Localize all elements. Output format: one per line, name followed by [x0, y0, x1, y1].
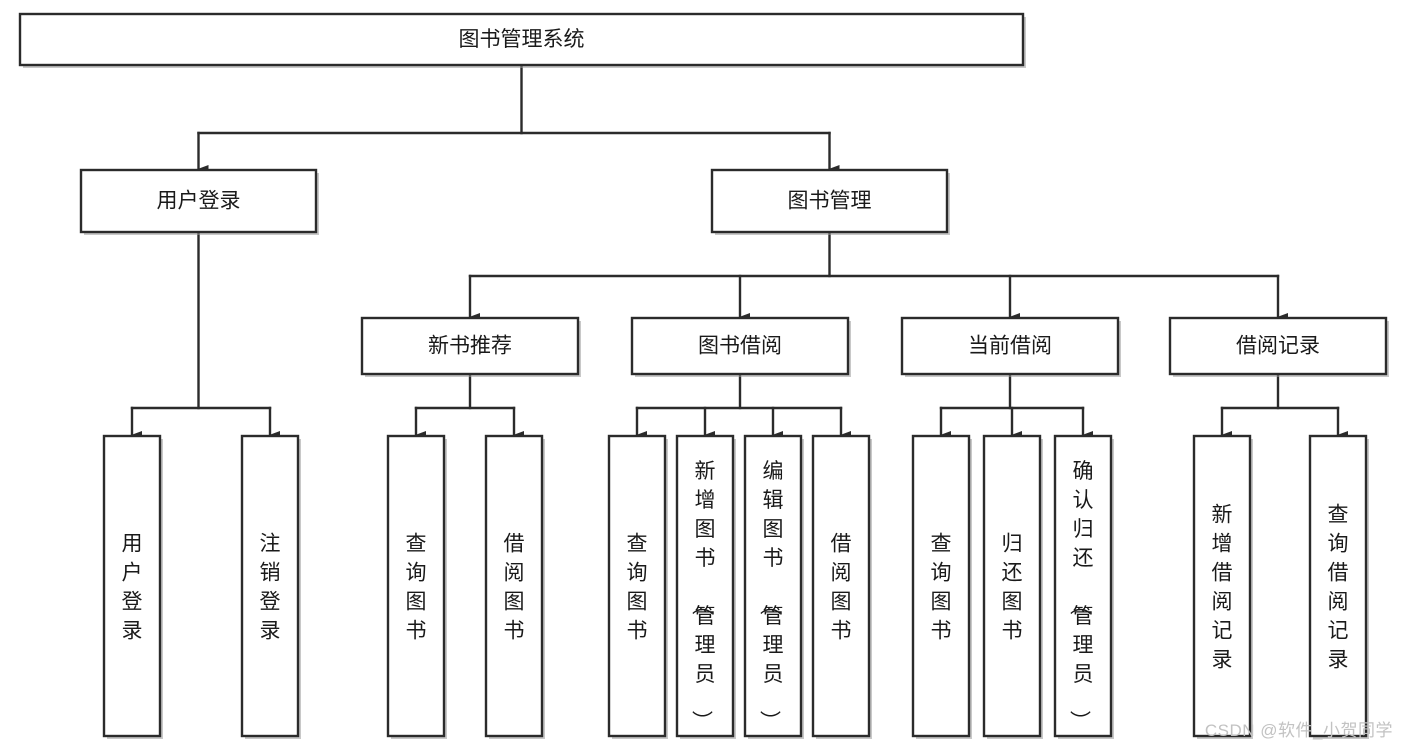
node-leaf-borrow-book-rec[interactable]: 借阅图书 — [484, 434, 545, 739]
connector-group-book-manage — [468, 230, 1289, 322]
node-rect[interactable] — [484, 434, 544, 738]
node-book-manage[interactable]: 图书管理 — [710, 168, 950, 235]
node-label: 归还图书 — [1002, 533, 1023, 643]
node-leaf-user-login[interactable]: 用户登录 — [102, 434, 163, 739]
node-rect[interactable] — [811, 434, 871, 738]
node-rect[interactable] — [386, 434, 446, 738]
node-rect[interactable] — [900, 316, 1120, 376]
node-label: 新书推荐 — [428, 335, 512, 358]
node-leaf-query-book-rec[interactable]: 查询图书 — [386, 434, 447, 739]
connector-group-new-book-recommend — [414, 372, 525, 440]
node-book-borrow[interactable]: 图书借阅 — [630, 316, 851, 377]
node-rect[interactable] — [18, 12, 1025, 67]
node-leaf-query-book-c[interactable]: 查询图书 — [911, 434, 972, 739]
node-rect[interactable] — [79, 168, 318, 234]
node-leaf-confirm-return[interactable]: 确认归还（管理员） — [1053, 434, 1114, 739]
node-leaf-return-book[interactable]: 归还图书 — [982, 434, 1043, 739]
node-rect[interactable] — [240, 434, 300, 738]
node-label: 用户登录 — [122, 533, 143, 643]
node-leaf-add-record[interactable]: 新增借阅记录 — [1192, 434, 1253, 739]
node-leaf-edit-book[interactable]: 编辑图书（管理员） — [743, 434, 804, 739]
node-label: 借阅记录 — [1236, 335, 1320, 358]
node-label: 查询图书 — [931, 533, 952, 643]
node-label: 图书管理 — [788, 190, 872, 213]
node-rect[interactable] — [360, 316, 580, 376]
node-label: 编辑图书（管理员） — [758, 460, 784, 731]
node-label: 查询借阅记录 — [1328, 504, 1349, 672]
node-leaf-add-book[interactable]: 新增图书（管理员） — [675, 434, 736, 739]
node-rect[interactable] — [1192, 434, 1252, 738]
node-rect[interactable] — [675, 434, 735, 738]
node-rect[interactable] — [607, 434, 667, 738]
node-leaf-query-book-b[interactable]: 查询图书 — [607, 434, 668, 739]
node-root[interactable]: 图书管理系统 — [18, 12, 1026, 68]
node-rect[interactable] — [911, 434, 971, 738]
node-borrow-record[interactable]: 借阅记录 — [1168, 316, 1389, 377]
connector-group-book-borrow — [635, 372, 852, 440]
node-rect[interactable] — [982, 434, 1042, 738]
node-label: 确认归还（管理员） — [1068, 460, 1094, 731]
connector-group-user-login — [130, 230, 281, 440]
node-label: 新增图书（管理员） — [690, 460, 716, 731]
node-label: 新增借阅记录 — [1212, 504, 1233, 672]
node-leaf-query-record[interactable]: 查询借阅记录 — [1308, 434, 1369, 739]
node-rect[interactable] — [1053, 434, 1113, 738]
node-label: 用户登录 — [157, 190, 241, 213]
node-layer: 图书管理系统用户登录图书管理新书推荐图书借阅当前借阅借阅记录用户登录注销登录查询… — [18, 12, 1389, 739]
connector-group-current-borrow — [939, 372, 1094, 440]
node-user-login[interactable]: 用户登录 — [79, 168, 319, 235]
connector-group-borrow-record — [1220, 372, 1349, 440]
node-rect[interactable] — [710, 168, 949, 234]
node-leaf-logout[interactable]: 注销登录 — [240, 434, 301, 739]
node-label: 查询图书 — [406, 533, 427, 643]
node-label: 图书管理系统 — [459, 28, 585, 51]
node-new-book-recommend[interactable]: 新书推荐 — [360, 316, 581, 377]
node-label: 当前借阅 — [968, 335, 1052, 358]
node-label: 注销登录 — [260, 533, 281, 643]
node-current-borrow[interactable]: 当前借阅 — [900, 316, 1121, 377]
node-rect[interactable] — [743, 434, 803, 738]
node-rect[interactable] — [102, 434, 162, 738]
node-label: 借阅图书 — [831, 533, 852, 643]
node-rect[interactable] — [630, 316, 850, 376]
node-leaf-borrow-book-b[interactable]: 借阅图书 — [811, 434, 872, 739]
connector-layer — [130, 63, 1349, 440]
node-label: 图书借阅 — [698, 335, 782, 358]
node-rect[interactable] — [1168, 316, 1388, 376]
node-label: 查询图书 — [627, 533, 648, 643]
node-label: 借阅图书 — [504, 533, 525, 643]
connector-group-root — [197, 63, 840, 174]
node-rect[interactable] — [1308, 434, 1368, 738]
